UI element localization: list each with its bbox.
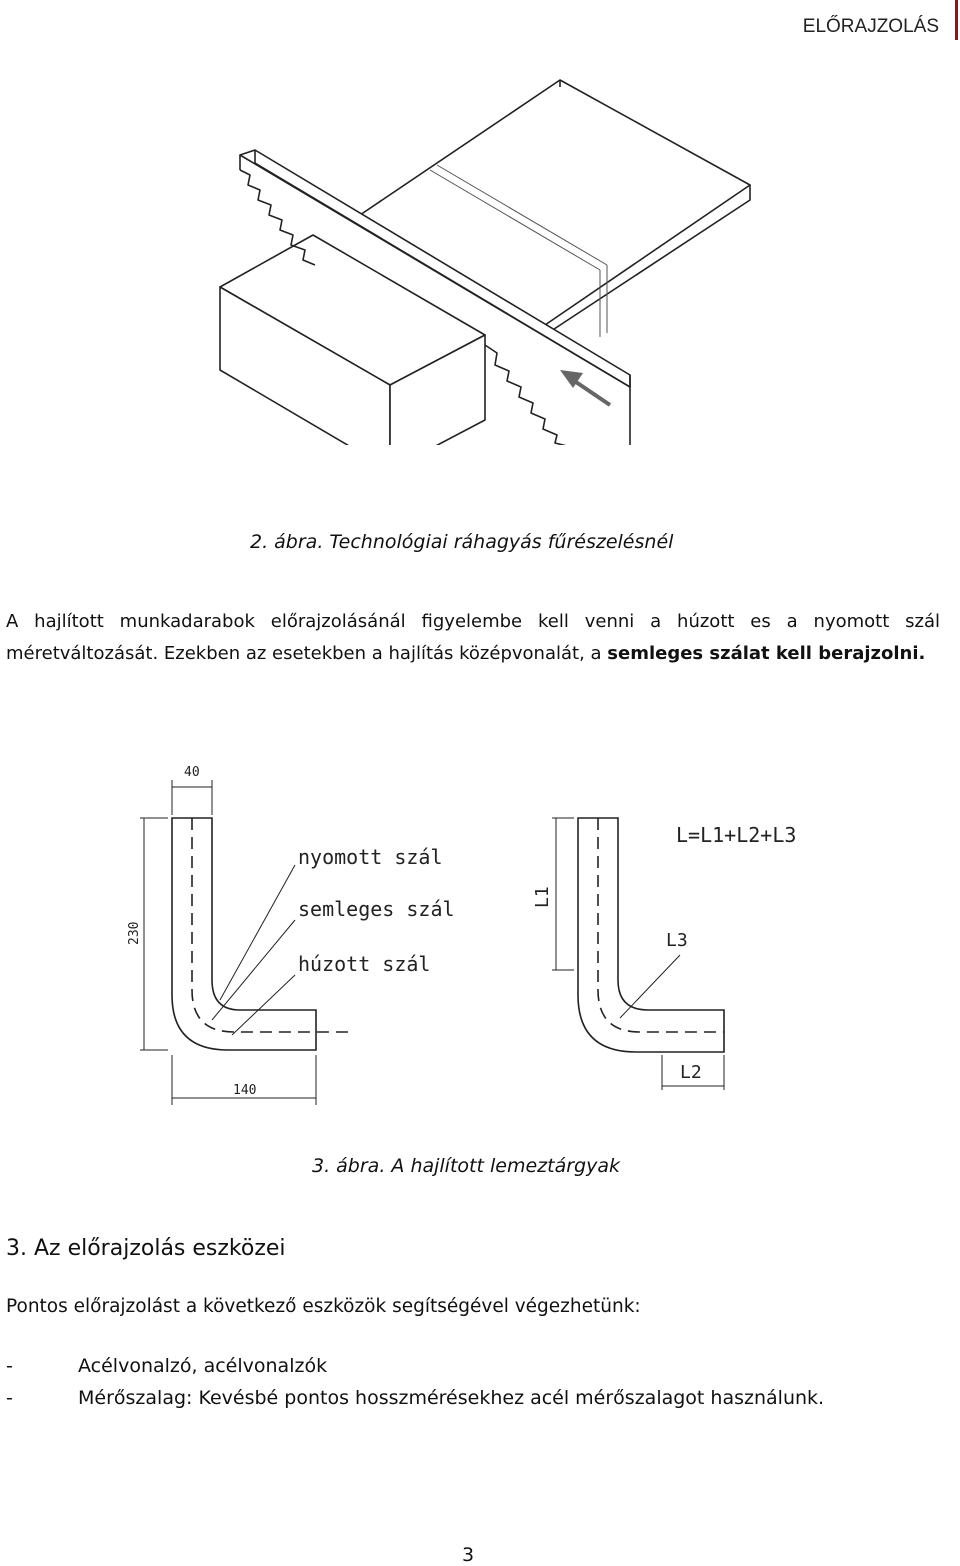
stretched-fiber-label: húzott szál <box>298 952 430 976</box>
compressed-fiber-label: nyomott szál <box>298 845 443 869</box>
l3-label: L3 <box>666 930 688 951</box>
section-lead-text: Pontos előrajzolást a következő eszközök… <box>6 1296 641 1317</box>
dimension-40-label: 40 <box>184 765 200 780</box>
figure2-caption: 2. ábra. Technológiai ráhagyás fűrészelé… <box>250 531 674 553</box>
figure3-caption: 3. ábra. A hajlított lemeztárgyak <box>312 1155 620 1177</box>
header-title: ELŐRAJZOLÁS <box>802 16 939 37</box>
page-header: ELŐRAJZOLÁS <box>0 0 958 40</box>
dimension-230-label: 230 <box>127 922 142 945</box>
paragraph-text: A hajlított munkadarabok előrajzolásánál… <box>6 611 940 664</box>
list-bullet: - <box>6 1387 13 1409</box>
section-heading: 3. Az előrajzolás eszközei <box>6 1236 286 1261</box>
saw-illustration <box>219 79 751 445</box>
neutral-fiber-label: semleges szál <box>298 897 455 921</box>
l2-label: L2 <box>680 1062 702 1083</box>
list-item: - Acélvonalzó, acélvonalzók <box>6 1355 327 1377</box>
page-number: 3 <box>462 1544 475 1566</box>
list-item-text: Mérőszalag: Kevésbé pontos hosszmérésekh… <box>78 1387 825 1409</box>
length-formula-label: L=L1+L2+L3 <box>676 823 796 847</box>
list-item-text: Acélvonalzó, acélvonalzók <box>78 1355 328 1377</box>
paragraph-bold-text: semleges szálat kell berajzolni. <box>607 643 926 664</box>
body-paragraph: A hajlított munkadarabok előrajzolásánál… <box>6 606 940 670</box>
list-bullet: - <box>6 1355 13 1377</box>
dimension-140-label: 140 <box>233 1083 256 1098</box>
l1-label: L1 <box>532 886 553 908</box>
list-item: - Mérőszalag: Kevésbé pontos hosszmérések… <box>6 1387 824 1409</box>
bent-parts-drawing: 40 230 140 nyomott szál semleges szál hú… <box>127 765 796 1105</box>
